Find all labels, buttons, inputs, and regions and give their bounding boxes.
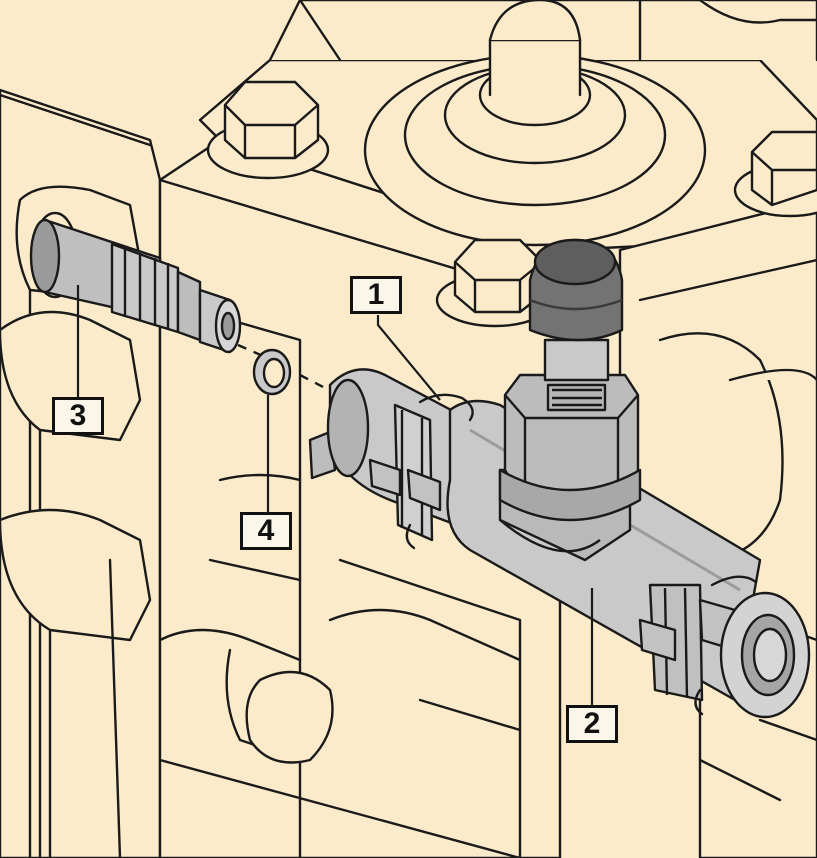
- hex-bolt-left: [206, 80, 330, 180]
- callout-4-label: 4: [257, 514, 275, 547]
- callout-4: 4: [240, 512, 292, 550]
- callout-1-label: 1: [367, 278, 385, 311]
- callout-2-label: 2: [583, 707, 601, 740]
- leader-line-1: [376, 315, 441, 401]
- hose-clamp: [405, 393, 758, 716]
- hex-bolts: [206, 80, 817, 328]
- hex-bolt-right: [733, 130, 817, 218]
- callout-3-label: 3: [69, 399, 87, 432]
- callout-2: 2: [566, 705, 618, 743]
- callout-3: 3: [52, 397, 104, 435]
- hex-bolt-center: [435, 238, 555, 328]
- alignment-dash-line: [237, 343, 326, 390]
- leader-lines: [76, 285, 594, 708]
- inlet-nipple: [29, 211, 242, 354]
- o-ring: [252, 348, 292, 396]
- callout-1: 1: [350, 276, 402, 314]
- tee-fitting: [308, 238, 811, 719]
